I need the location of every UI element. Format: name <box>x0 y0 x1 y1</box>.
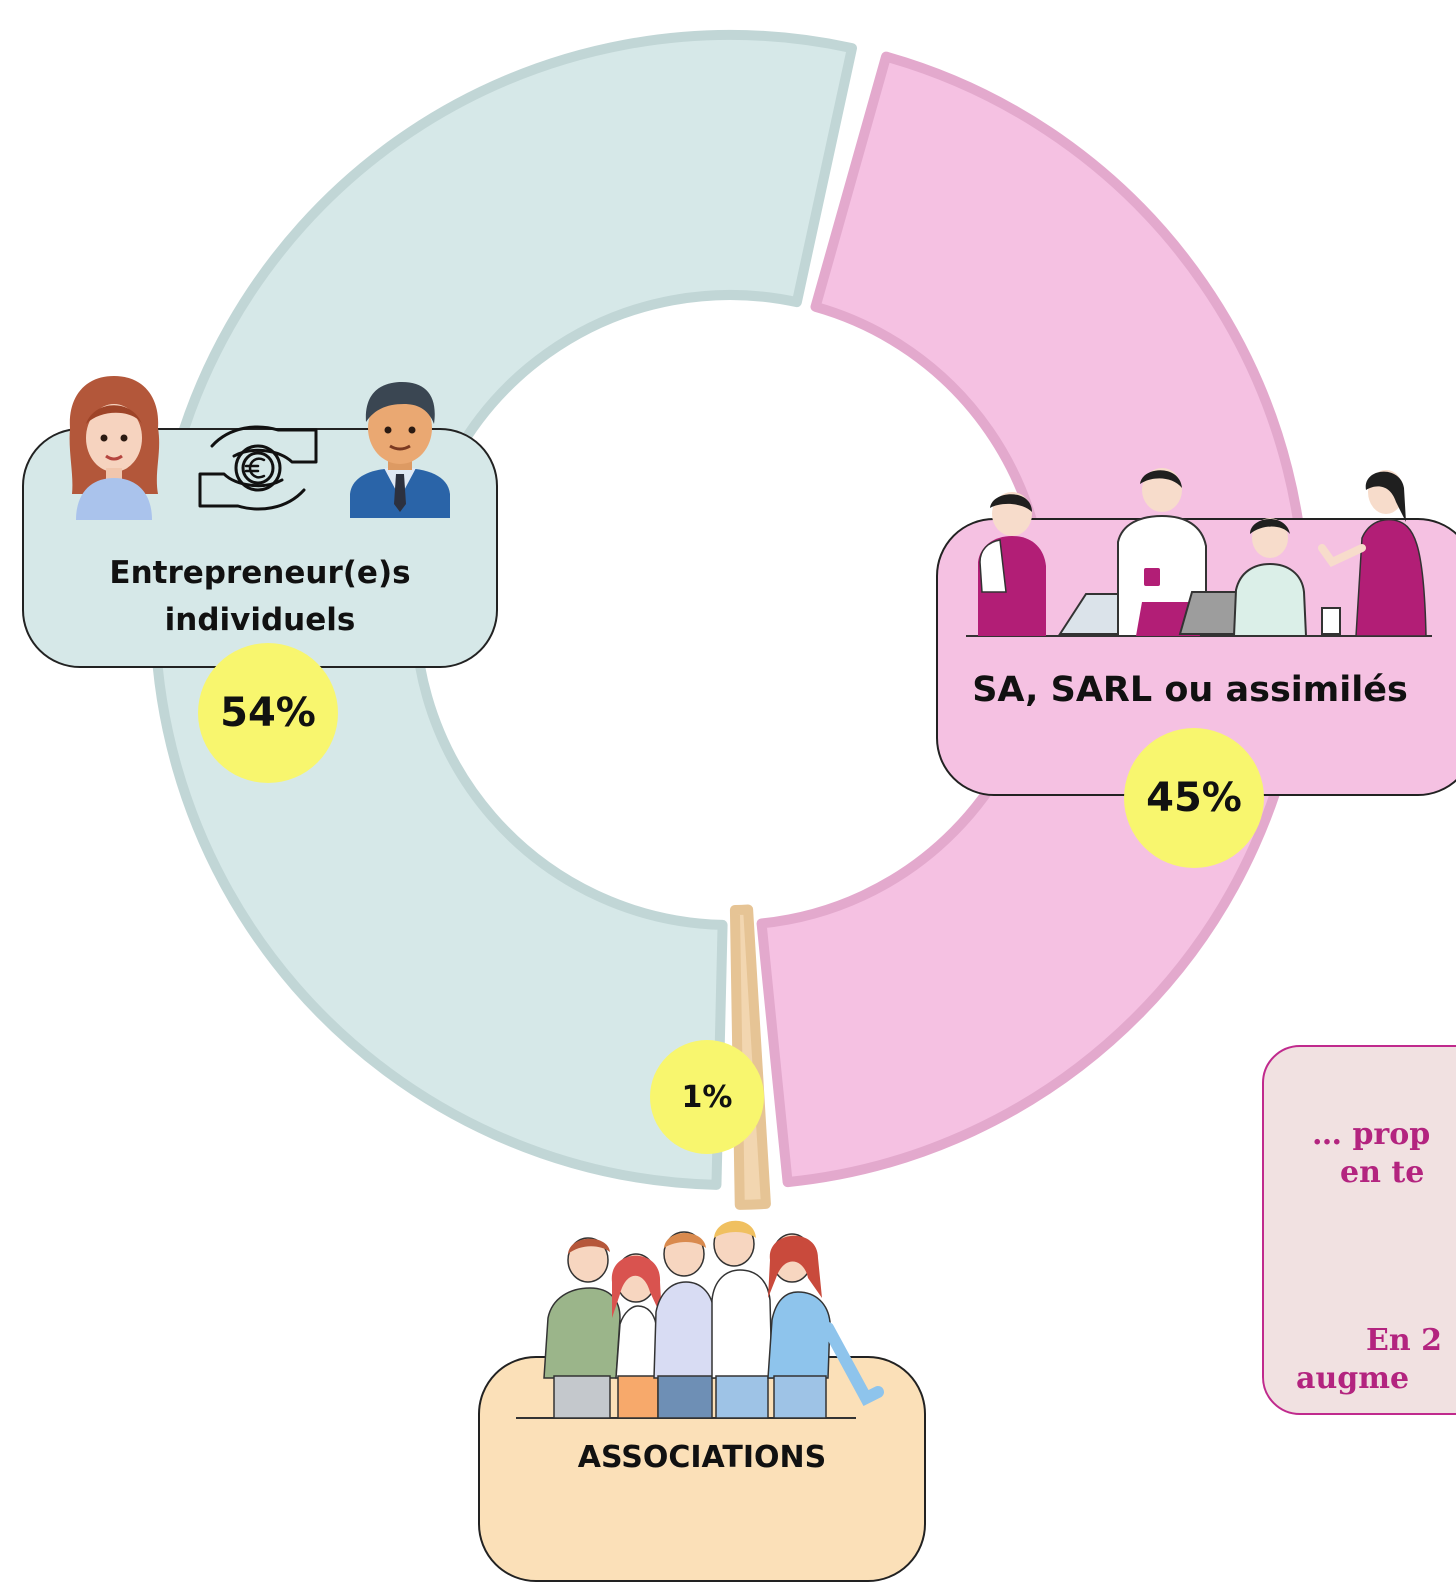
associations-value-badge: 1% <box>650 1040 764 1154</box>
side-note-line-1: … prop <box>1312 1117 1431 1152</box>
slice-entrepreneurs <box>150 30 858 1190</box>
societes-label: SA, SARL ou assimilés <box>972 670 1408 710</box>
office-team-icon <box>966 468 1432 637</box>
associations-label: ASSOCIATIONS <box>577 1440 827 1475</box>
side-note-line-4: augme <box>1296 1361 1410 1396</box>
businessman-icon <box>350 382 450 518</box>
money-hands-icon <box>198 425 318 511</box>
societes-value-badge: 45% <box>1124 728 1264 868</box>
entrepreneurs-label-line-2: individuels <box>164 602 356 638</box>
side-note-box <box>1262 1045 1456 1415</box>
side-note-line-2: en te <box>1340 1155 1425 1190</box>
entrepreneurs-value-badge: 54% <box>198 643 338 783</box>
woman-icon <box>69 376 160 520</box>
group-of-friends-icon <box>516 1220 884 1419</box>
side-note-line-3: En 2 <box>1366 1323 1442 1358</box>
entrepreneurs-label-line-1: Entrepreneur(e)s <box>109 555 411 591</box>
